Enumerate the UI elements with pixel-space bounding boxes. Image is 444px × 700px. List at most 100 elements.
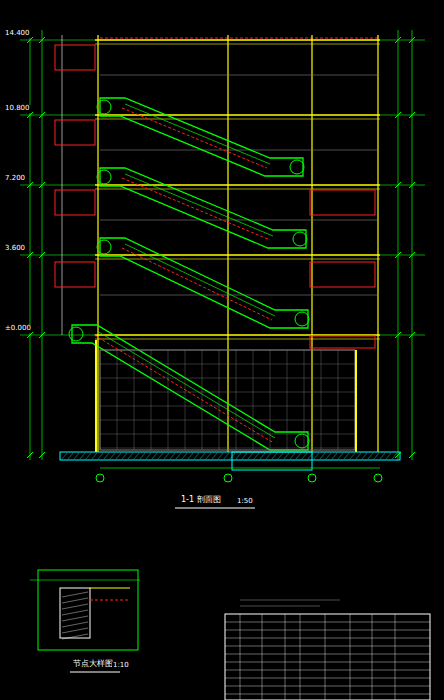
dimension-tick [409,112,415,118]
table-row [225,686,430,687]
step-line [122,248,272,320]
level-line [20,115,95,116]
detail-line [90,588,130,589]
tile-wall [100,350,355,450]
ground-hatch [164,453,169,459]
detail-line [90,600,130,601]
detail-section [60,588,90,638]
level-line [380,255,425,256]
level-line [20,335,95,336]
ground-hatch [104,453,109,459]
axis-bubble [374,474,382,482]
ground-hatch [248,453,253,459]
ground-hatch [272,453,277,459]
tile-joint [100,406,355,407]
floor-slab [95,339,380,340]
tile-joint [185,350,186,450]
note-line [240,600,340,601]
handrail-turn [97,100,111,114]
tile-joint [236,350,237,450]
tile-joint [304,350,305,450]
handrail-turn [97,240,111,254]
escalator-truss [72,325,308,450]
dimension-tick [409,182,415,188]
tile-joint [219,350,220,450]
table-col [285,614,286,700]
edge-beam [310,190,375,215]
dimension-tick [395,112,401,118]
ground-hatch [116,453,121,459]
step-line [122,178,270,240]
dimension-tick [39,37,45,43]
table-row [225,638,430,639]
ground-hatch [206,453,211,459]
level-mark: 3.600 [4,245,26,253]
tile-joint [202,350,203,450]
ground-hatch [374,453,379,459]
handrail-turn [293,232,307,246]
handrail-turn [69,327,83,341]
ground-hatch [314,453,319,459]
dimension-tick [39,112,45,118]
dimension-tick [395,182,401,188]
ground-hatch [152,453,157,459]
tile-joint [151,350,152,450]
level-mark: 7.200 [4,175,26,183]
facade-line [62,35,63,335]
ground-hatch [212,453,217,459]
edge-beam [310,336,375,348]
ground-hatch [284,453,289,459]
dimension-tick [27,332,33,338]
tile-joint [253,350,254,450]
ground-hatch [98,453,103,459]
roof-edge [100,38,380,39]
ground-hatch [368,453,373,459]
edge-beam [310,262,375,287]
escalator-truss [100,238,308,328]
ground-hatch [266,453,271,459]
table-row [225,630,430,631]
table-col [240,614,241,700]
ground-hatch [170,453,175,459]
floor-slab [95,119,380,120]
table-row [225,654,430,655]
column [227,35,228,452]
ground-hatch [110,453,115,459]
detail-hatch [62,628,88,633]
table-row [225,662,430,663]
level-line [20,255,95,256]
escalator-pit [232,452,312,470]
tile-joint [100,392,355,393]
ground-hatch [362,453,367,459]
schedule-table [225,614,430,700]
table-row [225,622,430,623]
ground-slab [60,452,400,460]
wall-edge [355,350,357,452]
dimension-tick [27,112,33,118]
detail-hatch [62,598,88,603]
ground-hatch [80,453,85,459]
tile-joint [287,350,288,450]
ground-hatch [68,453,73,459]
ground-hatch [140,453,145,459]
escalator-truss [100,168,306,248]
tile-joint [100,434,355,435]
tile-joint [100,420,355,421]
ground-hatch [260,453,265,459]
dimension-tick [39,252,45,258]
edge-beam [55,190,95,215]
detail-hatch [62,616,88,621]
handrail-turn [290,160,304,174]
tile-joint [117,350,118,450]
dimension-line [398,30,399,460]
handrail [125,174,273,236]
dimension-tick [39,182,45,188]
ground-hatch [74,453,79,459]
level-line [380,335,425,336]
tile-joint [134,350,135,450]
ground-hatch [296,453,301,459]
detail-hatch [62,592,88,597]
tile-joint [100,350,101,450]
level-line [20,40,95,41]
